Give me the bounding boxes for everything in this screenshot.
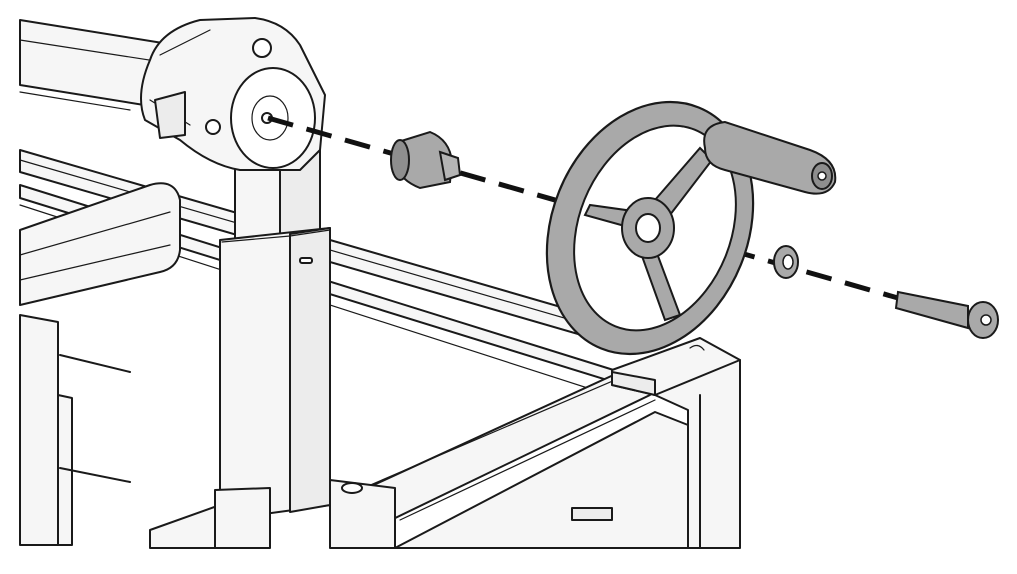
- left-post: [19, 314, 59, 546]
- bolt: [894, 290, 999, 339]
- post-collar: [221, 229, 331, 243]
- handwheel: [545, 100, 837, 356]
- reel-end-cap: [140, 17, 326, 171]
- left-bracket-line-1: [59, 354, 131, 373]
- frame-front-rail-edge: [339, 379, 616, 499]
- adapter-spline: [438, 150, 462, 182]
- top-roller: [19, 19, 176, 111]
- left-foot: [149, 504, 221, 549]
- frame-corner-hole: [689, 344, 705, 351]
- frame-lower-beam-edge: [399, 399, 656, 521]
- handwheel-hub-bore: [635, 213, 661, 243]
- end-cap-clip: [154, 91, 186, 139]
- left-tube: [19, 182, 181, 306]
- adapter-end-face: [390, 139, 410, 181]
- washer-hole: [782, 254, 794, 270]
- post-slot: [299, 257, 313, 264]
- frame-corner-edge: [654, 359, 741, 396]
- end-cap-hub: [251, 95, 289, 141]
- bolt-shank: [894, 290, 969, 330]
- handwheel-grip: [703, 120, 837, 195]
- post-foot: [214, 487, 271, 549]
- post-base-plate: [329, 479, 396, 549]
- left-tube-assembly: [19, 182, 221, 549]
- left-tube-highlight: [19, 211, 171, 256]
- roller-line-2: [19, 91, 131, 111]
- left-bracket-line-2: [59, 467, 131, 483]
- frame-foot-pad: [571, 507, 613, 521]
- frame-lower-beam: [394, 411, 689, 549]
- left-tube-shade: [19, 244, 171, 281]
- shaft-adapter: [390, 130, 462, 190]
- vertical-post: [214, 149, 396, 549]
- end-cap-edge-1: [159, 29, 211, 56]
- post-base-bolt: [341, 482, 363, 494]
- end-cap-screw-top: [252, 38, 272, 58]
- post-lower-side: [289, 227, 331, 513]
- washer: [773, 245, 799, 279]
- handwheel-grip-screw: [817, 171, 827, 181]
- bolt-hex-socket: [980, 314, 992, 326]
- end-cap-screw-bottom: [205, 119, 221, 135]
